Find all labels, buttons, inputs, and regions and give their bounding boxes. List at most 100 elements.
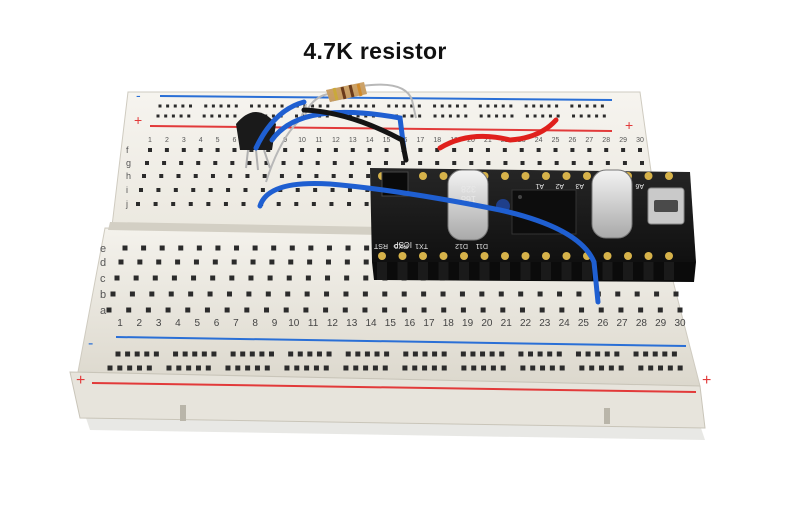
bottom-rail-hole	[117, 365, 123, 371]
row-letter: b	[100, 289, 106, 301]
bottom-rail-hole	[363, 365, 369, 371]
top-column-number: 13	[349, 137, 357, 144]
bottom-rail-hole	[633, 351, 639, 357]
upper-hole	[332, 161, 337, 165]
top-rail-hole	[548, 114, 552, 118]
top-rail-hole	[349, 104, 353, 108]
top-rail-hole	[525, 114, 529, 118]
top-column-number: 5	[216, 137, 220, 144]
top-rail-hole	[587, 114, 591, 118]
upper-hole	[621, 148, 626, 152]
lower-hole	[440, 291, 446, 297]
lower-hole	[212, 259, 218, 265]
bottom-rail-hole	[313, 365, 319, 371]
bottom-rail-hole	[288, 351, 294, 357]
upper-hole	[162, 161, 167, 165]
upper-hole	[553, 148, 558, 152]
top-rail-hole	[455, 104, 459, 108]
bottom-rail-hole	[268, 351, 274, 357]
lower-hole	[226, 291, 232, 297]
chip-label-328: 328	[461, 184, 476, 194]
resistor-leg-left	[303, 93, 329, 119]
bottom-rail-hole	[422, 351, 428, 357]
lower-hole	[362, 291, 368, 297]
top-rail-hole	[372, 104, 376, 108]
top-rail-hole	[341, 104, 345, 108]
lower-hole	[224, 307, 230, 313]
bottom-rail-hole	[264, 365, 270, 371]
temperature-sensor	[236, 112, 276, 171]
bottom-column-number: 24	[559, 318, 571, 329]
bottom-rail-hole	[481, 365, 487, 371]
bottom-column-number: 25	[578, 318, 590, 329]
nano-bottom-pin	[501, 252, 509, 260]
lower-hole	[344, 275, 350, 281]
blue-wire-long	[257, 181, 601, 305]
upper-hole	[401, 161, 406, 165]
bottom-rail-hole	[648, 365, 654, 371]
bottom-rail-hole	[115, 351, 121, 357]
nano-top-pin	[501, 172, 509, 180]
lower-hole	[677, 307, 683, 313]
bottom-rail-hole	[608, 365, 614, 371]
upper-hole	[570, 148, 575, 152]
bottom-rail-hole	[186, 365, 192, 371]
top-rail-hole	[433, 114, 437, 118]
lower-hole	[269, 259, 275, 265]
upper-hole	[485, 148, 490, 152]
upper-hole	[223, 202, 228, 206]
top-rail-hole	[158, 104, 162, 108]
top-rail-hole	[479, 114, 483, 118]
resistor-band-3	[348, 84, 355, 98]
upper-hole	[260, 188, 265, 192]
lower-hole	[326, 245, 332, 251]
bottom-rail-hole	[304, 365, 310, 371]
upper-hole	[295, 188, 300, 192]
upper-hole	[383, 161, 388, 165]
upper-hole	[208, 188, 213, 192]
bottom-rail-hole	[671, 351, 677, 357]
lower-hole	[283, 307, 289, 313]
bottom-rail-hole	[599, 365, 605, 371]
lower-hole	[598, 307, 604, 313]
bottom-rail-hole	[422, 365, 428, 371]
upper-hole	[173, 188, 178, 192]
upper-hole	[283, 148, 288, 152]
lower-hole	[286, 275, 292, 281]
bottom-column-number: 14	[365, 318, 377, 329]
lower-hole	[460, 307, 466, 313]
upper-hole	[571, 161, 576, 165]
bottom-column-number: 16	[404, 318, 416, 329]
lower-hole	[171, 275, 177, 281]
top-rail-hole	[356, 104, 360, 108]
lower-hole	[519, 307, 525, 313]
bottom-rail-hole	[547, 351, 553, 357]
top-rail-hole	[456, 114, 460, 118]
top-rail-hole	[556, 114, 560, 118]
upper-hole	[230, 161, 235, 165]
lower-hole	[152, 275, 158, 281]
lower-hole	[401, 291, 407, 297]
upper-hole	[232, 148, 237, 152]
edge-notch-right	[604, 408, 610, 424]
top-rail-hole	[156, 114, 160, 118]
upper-hole	[331, 174, 336, 178]
bottom-column-number: 2	[137, 318, 143, 329]
top-rail-hole	[311, 104, 315, 108]
bottom-rail-hole	[144, 351, 150, 357]
bottom-column-number: 23	[539, 318, 551, 329]
lower-hole	[188, 291, 194, 297]
upper-hole	[171, 202, 176, 206]
lower-hole	[110, 291, 116, 297]
red-wire	[437, 117, 559, 151]
upper-hole	[347, 202, 352, 206]
bottom-rail-hole	[575, 351, 581, 357]
nano-bottom-pin	[378, 252, 386, 260]
bottom-column-number: 27	[617, 318, 629, 329]
lower-hole	[122, 245, 128, 251]
bottom-rail-hole	[500, 365, 506, 371]
top-rail-hole	[533, 114, 537, 118]
upper-hole	[537, 161, 542, 165]
lower-hole	[459, 291, 465, 297]
bottom-rail-hole	[195, 365, 201, 371]
